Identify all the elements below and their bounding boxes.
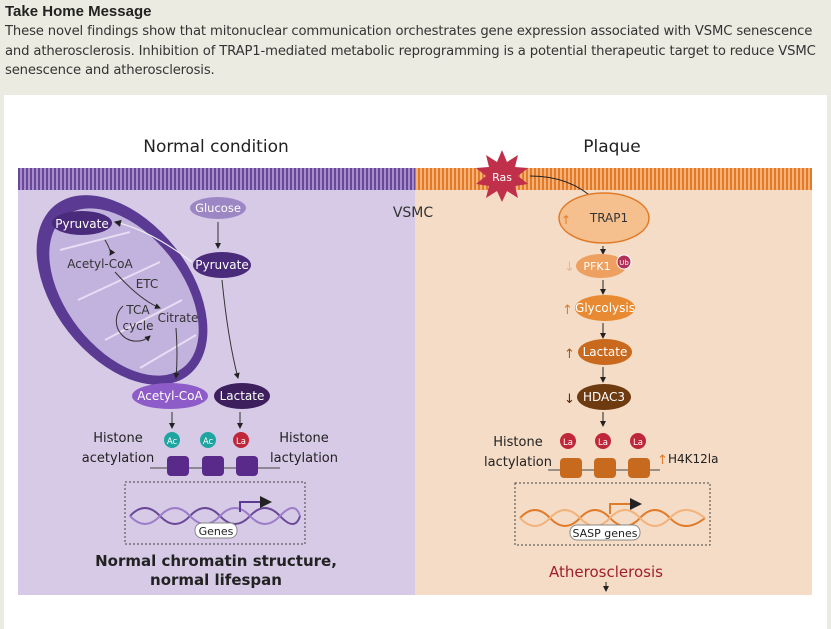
normal-membrane	[18, 168, 415, 190]
ras-star	[476, 150, 528, 202]
plaque-histone-lactylation-label: lactylation	[484, 455, 552, 470]
histone-acetylation-label: acetylation	[82, 451, 154, 466]
pfk1-label: PFK1	[583, 260, 610, 273]
lactyl-mark	[233, 432, 249, 448]
up-arrow-icon: ↑	[562, 303, 573, 318]
take-home-header: Take Home Message These novel findings s…	[0, 0, 831, 92]
mito-pyruvate-label: Pyruvate	[55, 217, 108, 231]
atherosclerosis-outcome: Atherosclerosis	[549, 563, 663, 581]
normal-outcome: Normal chromatin structure,	[95, 552, 337, 570]
etc-label: ETC	[136, 277, 159, 291]
hdac3-label: HDAC3	[583, 390, 625, 404]
genes-tag	[194, 522, 238, 539]
lactate-node	[214, 383, 270, 409]
trap1-mitochondrion	[558, 192, 650, 244]
ras-label: Ras	[492, 171, 512, 184]
plaque-title: Plaque	[583, 137, 640, 157]
down-arrow-icon: ↓	[564, 392, 575, 407]
cycle-label: cycle	[122, 319, 153, 333]
ac-label: Ac	[203, 437, 214, 447]
tca-label: TCA	[125, 303, 150, 317]
pyruvate-import-arrow	[113, 219, 193, 263]
normal-outcome: normal lifespan	[150, 571, 282, 589]
lactyl-mark	[630, 433, 646, 449]
mito-pyruvate-node	[52, 211, 112, 235]
nucleosomes	[150, 456, 280, 476]
plaque-lactate-label: Lactate	[583, 345, 628, 359]
sasp-dna-helix	[519, 509, 706, 527]
arrow	[173, 327, 180, 379]
sasp-gene-box	[514, 482, 711, 546]
glucose-label: Glucose	[195, 201, 241, 215]
take-home-message: These novel findings show that mitonucle…	[5, 24, 816, 78]
histone-lactylation-label: lactylation	[270, 451, 338, 466]
pfk1-node	[576, 254, 626, 278]
acetyl-mark	[164, 432, 180, 448]
arrow	[221, 279, 240, 379]
mito-acetylcoa-label: Acetyl-CoA	[67, 257, 133, 271]
up-arrow-icon: ↑	[657, 453, 668, 468]
lactate-label: Lactate	[220, 389, 265, 403]
mitochondrion	[36, 195, 208, 385]
lactate-node	[578, 339, 632, 365]
sasp-genes-label: SASP genes	[572, 527, 637, 540]
pyruvate-node	[193, 252, 251, 278]
gene-box	[124, 481, 306, 545]
la-label: La	[236, 437, 246, 447]
citrate-label: Citrate	[158, 311, 199, 325]
up-arrow-icon: ↑	[564, 347, 575, 362]
h4k12la-label: H4K12la	[668, 452, 718, 466]
histone-lactylation-label: Histone	[279, 431, 328, 446]
lactyl-mark	[595, 433, 611, 449]
glycolysis-node	[575, 295, 635, 321]
lactyl-mark	[560, 433, 576, 449]
plaque-membrane	[415, 168, 812, 190]
plaque-nucleosomes	[548, 458, 660, 478]
ac-label: Ac	[167, 437, 178, 447]
la-label: La	[598, 438, 608, 448]
plaque-histone-lactylation-label: Histone	[493, 435, 542, 450]
acetylcoa-label: Acetyl-CoA	[137, 389, 203, 403]
glucose-node	[190, 197, 246, 219]
tca-cycle-arrow	[115, 305, 151, 342]
la-label: La	[563, 438, 573, 448]
section-title: Take Home Message	[5, 3, 152, 20]
la-label: La	[633, 438, 643, 448]
histone-acetylation-label: Histone	[93, 431, 142, 446]
ub-label: Ub	[619, 259, 629, 267]
normal-condition-title: Normal condition	[143, 137, 289, 157]
vsmc-label: VSMC	[393, 205, 434, 221]
trap1-label: TRAP1	[589, 211, 628, 225]
glycolysis-label: Glycolysis	[575, 301, 635, 315]
pyruvate-label: Pyruvate	[195, 258, 248, 272]
genes-label: Genes	[199, 525, 234, 538]
up-arrow-icon: ↑	[561, 213, 571, 227]
ubiquitin-badge	[616, 254, 632, 270]
dna-helix	[129, 507, 301, 525]
transcription-arrow	[609, 498, 642, 514]
arrow	[104, 239, 116, 256]
sasp-genes-tag	[569, 524, 641, 541]
transcription-arrow	[239, 496, 272, 512]
hdac3-node	[577, 384, 631, 410]
acetyl-mark	[200, 432, 216, 448]
arrow	[114, 271, 161, 309]
down-arrow-icon: ↓	[564, 260, 575, 275]
acetylcoa-node	[132, 383, 208, 409]
